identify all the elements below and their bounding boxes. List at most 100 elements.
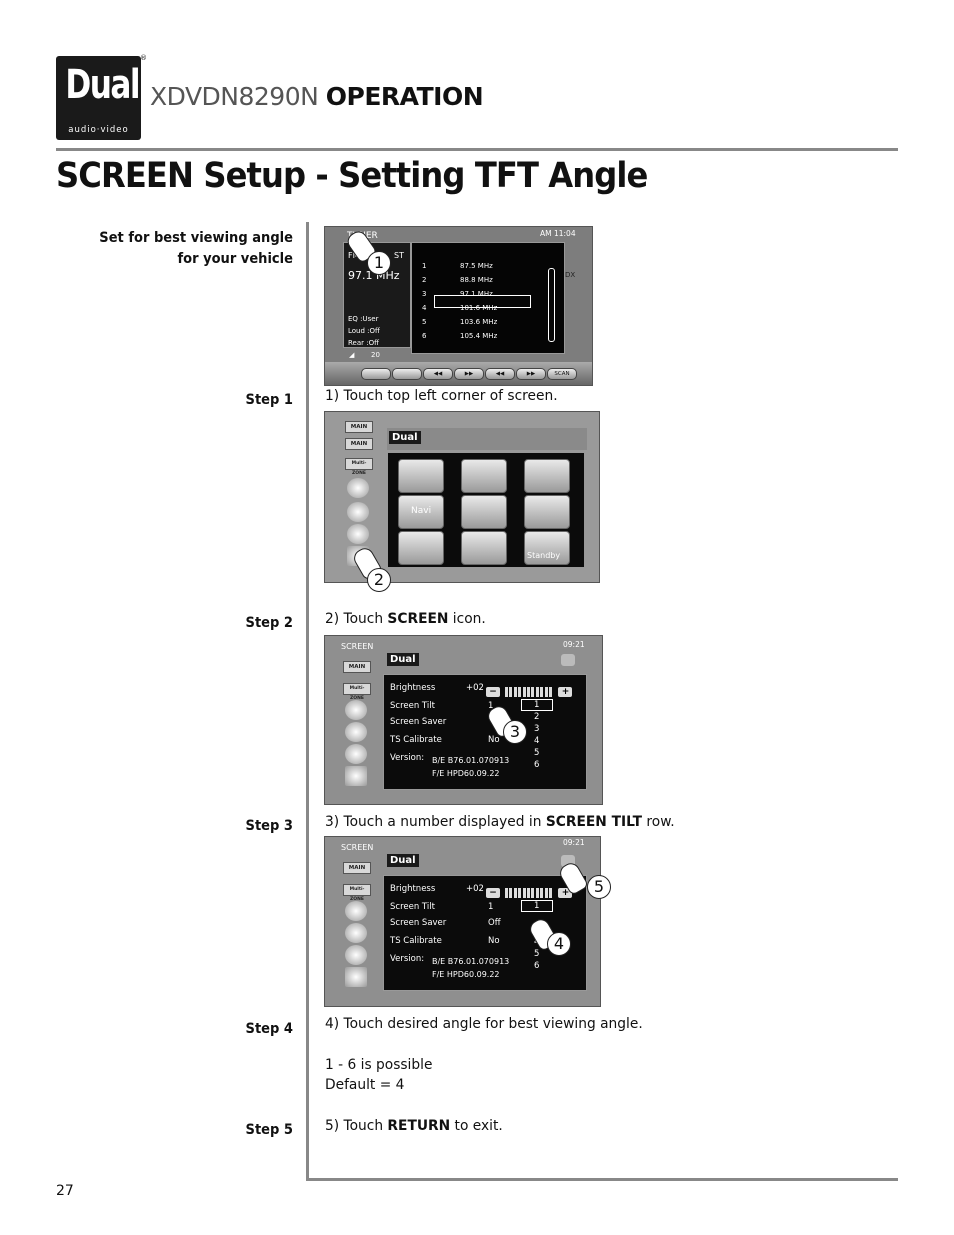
- callout-5: 5: [587, 875, 611, 899]
- return-icon[interactable]: [561, 654, 575, 666]
- tilt-option[interactable]: 5: [534, 748, 540, 758]
- tilt-dropdown-box[interactable]: [521, 900, 553, 912]
- tilt-option[interactable]: 6: [534, 760, 540, 770]
- preset-frequency[interactable]: 97.1 MHz: [460, 290, 493, 298]
- disc-icon[interactable]: [345, 901, 367, 921]
- tuner-rew-btn[interactable]: ◀◀: [485, 368, 515, 380]
- tilt-option[interactable]: 4: [534, 736, 540, 746]
- screen-menu-logo: Dual: [387, 854, 419, 867]
- screen-icon[interactable]: [345, 967, 367, 987]
- logo-sub: audio·video: [68, 125, 129, 135]
- top-rule: [56, 148, 898, 151]
- preset-number: 4: [422, 304, 427, 312]
- preset-frequency[interactable]: 88.8 MHz: [460, 276, 493, 284]
- bottom-rule: [306, 1178, 898, 1181]
- tools-icon[interactable]: [345, 722, 367, 742]
- note-default: Default = 4: [325, 1077, 405, 1093]
- multimedia-tile-icon[interactable]: [461, 531, 507, 565]
- saver-value[interactable]: Off: [488, 918, 501, 928]
- bluetooth-tile-icon[interactable]: [524, 495, 570, 529]
- tilt-option[interactable]: 2: [534, 712, 540, 722]
- preset-frequency[interactable]: 105.4 MHz: [460, 332, 498, 340]
- intro-text: Set for best viewing angle for your vehi…: [99, 230, 293, 267]
- step-2-label: Step 2: [245, 615, 293, 631]
- tuner-prev-btn[interactable]: ◀◀: [423, 368, 453, 380]
- version-label: Version:: [390, 954, 425, 964]
- tilt-dropdown-box[interactable]: [521, 699, 553, 711]
- tuner-next-btn[interactable]: ▶▶: [454, 368, 484, 380]
- tuner-scan-btn[interactable]: SCAN: [547, 368, 577, 380]
- step-3-label: Step 3: [245, 818, 293, 834]
- screen-clock: 09:21: [563, 838, 585, 847]
- ts-value[interactable]: No: [488, 735, 500, 745]
- brightness-label: Brightness: [390, 683, 436, 693]
- aux-tile-icon[interactable]: [398, 531, 444, 565]
- main-tab[interactable]: MAIN: [343, 661, 371, 673]
- brightness-slider[interactable]: − +: [486, 681, 573, 700]
- main-tab[interactable]: MAIN: [343, 862, 371, 874]
- tilt-value[interactable]: 1: [488, 701, 494, 711]
- callout-4: 4: [547, 932, 571, 956]
- tuner-volume-icon: ◢: [349, 351, 355, 359]
- multizone-tab[interactable]: Multi-ZONE: [343, 884, 371, 902]
- multizone-tab[interactable]: Multi-ZONE: [345, 458, 373, 476]
- tilt-option[interactable]: 1: [534, 901, 540, 911]
- preset-frequency[interactable]: 101.6 MHz: [460, 304, 498, 312]
- radio-tile-icon[interactable]: [398, 459, 444, 493]
- main-menu-screenshot: MAIN MAIN Multi-ZONE Dual Navi Standby 2: [324, 411, 600, 592]
- brightness-plus-button[interactable]: +: [558, 686, 573, 697]
- settings-icon[interactable]: [345, 744, 367, 764]
- main-tab-2[interactable]: MAIN: [345, 438, 373, 450]
- settings-icon[interactable]: [347, 524, 369, 544]
- callout-3: 3: [503, 720, 527, 744]
- tools-icon[interactable]: [347, 502, 369, 522]
- tuner-st: ST: [394, 251, 404, 260]
- tuner-screenshot: TUNER AM 11:04 FM ST 97.1 MHz EQ :User L…: [324, 226, 593, 386]
- step-1-label: Step 1: [245, 392, 293, 408]
- tilt-value[interactable]: 1: [488, 902, 494, 912]
- multizone-tab[interactable]: Multi-ZONE: [343, 683, 371, 701]
- brightness-plus-button[interactable]: +: [558, 887, 573, 898]
- tuner-eq: EQ :User: [348, 315, 379, 323]
- screen-icon[interactable]: [345, 766, 367, 786]
- ts-label: TS Calibrate: [390, 735, 442, 745]
- tilt-option[interactable]: 6: [534, 961, 540, 971]
- callout-1: 1: [367, 251, 391, 275]
- settings-icon[interactable]: [345, 945, 367, 965]
- note-possible: 1 - 6 is possible: [325, 1057, 433, 1073]
- step-5-text: 5) Touch RETURN to exit.: [325, 1118, 503, 1134]
- brightness-minus-button[interactable]: −: [486, 887, 500, 898]
- disc-icon[interactable]: [347, 478, 369, 498]
- preset-frequency[interactable]: 103.6 MHz: [460, 318, 498, 326]
- standby-tile-icon[interactable]: Standby: [524, 531, 570, 565]
- tuner-dx[interactable]: DX: [565, 271, 576, 279]
- brightness-slider[interactable]: − +: [486, 882, 573, 901]
- tuner-ff-btn[interactable]: ▶▶: [516, 368, 546, 380]
- tilt-option[interactable]: 3: [534, 724, 540, 734]
- tilt-option[interactable]: 1: [534, 700, 540, 710]
- ipod-tile-icon[interactable]: [524, 459, 570, 493]
- step-4-label: Step 4: [245, 1021, 293, 1037]
- tilt-option[interactable]: 5: [534, 949, 540, 959]
- dvd-tile-icon[interactable]: [461, 459, 507, 493]
- disc-icon[interactable]: [345, 700, 367, 720]
- page-title: SCREEN Setup - Setting TFT Angle: [56, 156, 648, 196]
- main-tab[interactable]: MAIN: [345, 421, 373, 433]
- tuner-loud: Loud :Off: [348, 327, 380, 335]
- page-number: 27: [56, 1183, 74, 1199]
- tuner-btn-2[interactable]: [392, 368, 422, 380]
- preset-number: 5: [422, 318, 427, 326]
- brightness-minus-button[interactable]: −: [486, 686, 500, 697]
- preset-frequency[interactable]: 87.5 MHz: [460, 262, 493, 270]
- navi-label: Navi: [411, 506, 432, 516]
- camera-tile-icon[interactable]: [461, 495, 507, 529]
- tools-icon[interactable]: [345, 923, 367, 943]
- preset-scrollbar[interactable]: [548, 268, 555, 342]
- ts-value[interactable]: No: [488, 936, 500, 946]
- preset-number: 2: [422, 276, 427, 284]
- navi-tile-icon[interactable]: Navi: [398, 495, 444, 529]
- tuner-btn-1[interactable]: [361, 368, 391, 380]
